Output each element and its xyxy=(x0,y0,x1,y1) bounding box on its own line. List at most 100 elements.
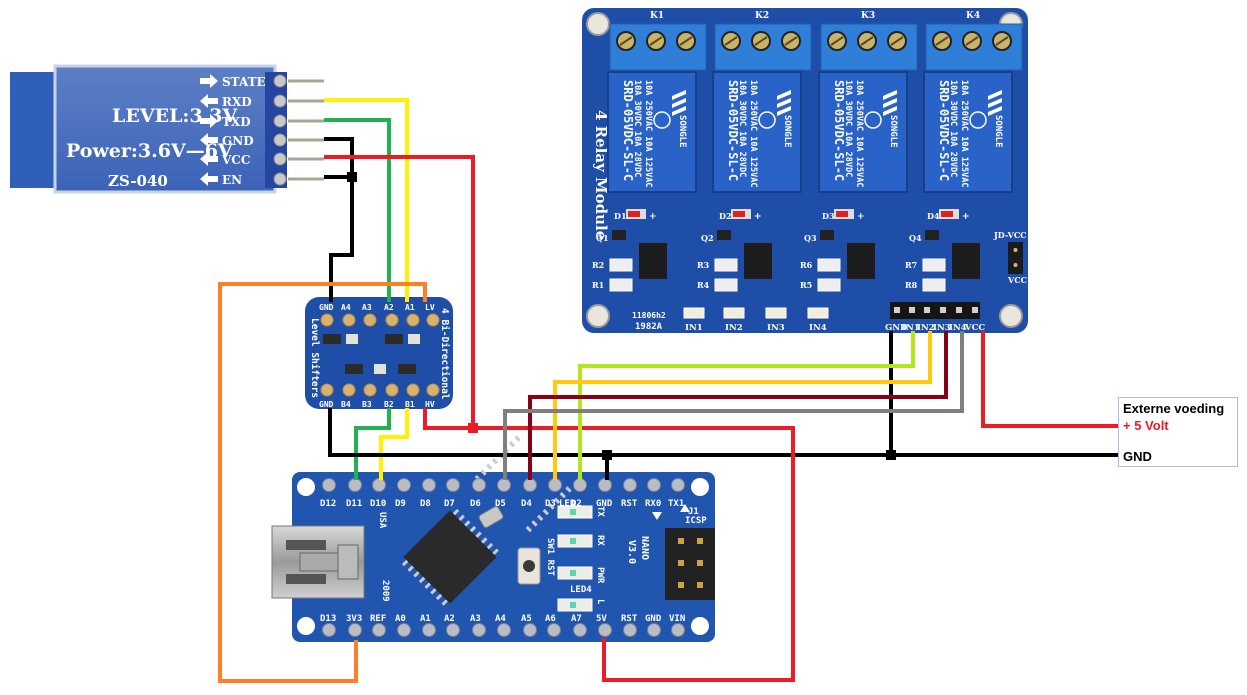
nano-top-pad[interactable] xyxy=(372,478,386,492)
nano-bottom-label-rst: RST xyxy=(621,614,638,624)
icsp-pin[interactable] xyxy=(697,582,703,588)
nano-bottom-pad[interactable] xyxy=(348,623,362,637)
wire-d3-to-in2 xyxy=(553,331,932,480)
nano-bottom-pad[interactable] xyxy=(322,623,336,637)
screw-slot xyxy=(754,36,768,46)
nano-bottom-pad[interactable] xyxy=(472,623,486,637)
bt-pin-en[interactable] xyxy=(273,172,287,186)
nano-bottom-pad[interactable] xyxy=(497,623,511,637)
nano-bottom-pad[interactable] xyxy=(623,623,637,637)
bt-pin-state[interactable] xyxy=(273,74,287,88)
icsp-pin[interactable] xyxy=(697,538,703,544)
resistor-label: R1 xyxy=(592,280,604,290)
ls-pin-b2[interactable] xyxy=(385,383,399,397)
nano-top-pad[interactable] xyxy=(497,478,511,492)
reset-button[interactable] xyxy=(517,547,541,585)
header-pin-in2[interactable] xyxy=(924,307,930,313)
nano-bottom-pad[interactable] xyxy=(671,623,685,637)
header-pin-label: IN3 xyxy=(933,323,951,333)
header-pin-in4[interactable] xyxy=(956,307,962,313)
nano-top-label-d12: D12 xyxy=(320,499,336,509)
header-pin-vcc[interactable] xyxy=(972,307,978,313)
nano-top-label-d6: D6 xyxy=(470,499,481,509)
nano-bottom-pad[interactable] xyxy=(547,623,561,637)
nano-top-pad[interactable] xyxy=(573,478,587,492)
mcu-pin xyxy=(492,548,499,555)
resistor xyxy=(817,278,841,292)
diode-body xyxy=(941,211,953,217)
level-shifter-left-label: Level Shifters xyxy=(309,318,320,398)
bt-model-label: ZS-040 xyxy=(108,172,168,190)
header-pin-in1[interactable] xyxy=(909,307,915,313)
mcu-pin xyxy=(542,508,549,516)
nano-top-pad[interactable] xyxy=(598,478,612,492)
jd-vcc-jumper[interactable] xyxy=(1008,242,1023,274)
relay-text: 10A 30VDC 10A 28VDC xyxy=(948,80,958,177)
nano-bottom-pad[interactable] xyxy=(573,623,587,637)
nano-bottom-label-5v: 5V xyxy=(596,614,607,624)
ls-pin-gnd[interactable] xyxy=(320,383,334,397)
icsp-pin[interactable] xyxy=(678,582,684,588)
plus-label: + xyxy=(857,212,865,222)
ls-pin-b1[interactable] xyxy=(406,383,420,397)
icsp-pin[interactable] xyxy=(697,560,703,566)
nano-label-j1: J1 xyxy=(688,507,699,517)
nano-top-pad[interactable] xyxy=(647,478,661,492)
ls-pin-a1[interactable] xyxy=(406,313,420,327)
usb-connector[interactable] xyxy=(271,525,365,599)
ls-top-label: A4 xyxy=(341,303,351,312)
nano-bottom-pad[interactable] xyxy=(598,623,612,637)
nano-bottom-pad[interactable] xyxy=(372,623,386,637)
nano-bottom-pad[interactable] xyxy=(446,623,460,637)
relay-body xyxy=(818,71,908,193)
bt-pin-txd[interactable] xyxy=(273,114,287,128)
bt-pin-gnd[interactable] xyxy=(273,133,287,147)
arrow-left-icon xyxy=(200,152,218,166)
nano-top-pad[interactable] xyxy=(623,478,637,492)
nano-top-pad[interactable] xyxy=(523,478,537,492)
mcu-pin xyxy=(491,458,499,465)
nano-top-pad[interactable] xyxy=(671,478,685,492)
nano-bottom-pad[interactable] xyxy=(422,623,436,637)
relay-text: 10A 250VAC 10A 125VAC xyxy=(854,80,864,187)
nano-bottom-pad[interactable] xyxy=(523,623,537,637)
diode-label: D2 xyxy=(719,211,732,221)
ls-pin-lv[interactable] xyxy=(426,313,440,327)
bt-pin-rxd[interactable] xyxy=(273,94,287,108)
ls-pin-a4[interactable] xyxy=(342,313,356,327)
mcu-pin xyxy=(401,559,409,567)
nano-top-pad[interactable] xyxy=(322,478,336,492)
ls-pin-a2[interactable] xyxy=(385,313,399,327)
screw-slot xyxy=(724,36,738,46)
nano-bottom-pad[interactable] xyxy=(647,623,661,637)
ls-pin-a3[interactable] xyxy=(363,313,377,327)
header-pin-in3[interactable] xyxy=(940,307,946,313)
ls-pin-gnd[interactable] xyxy=(320,313,334,327)
nano-top-pad[interactable] xyxy=(422,478,436,492)
nano-top-pad[interactable] xyxy=(348,478,362,492)
bt-pin-vcc[interactable] xyxy=(273,152,287,166)
nano-top-pad[interactable] xyxy=(472,478,486,492)
mcu-pin xyxy=(435,593,443,601)
bt-power-label: Power:3.6V—6V xyxy=(66,140,234,162)
nano-label-version: V3.0 xyxy=(626,540,637,564)
screw-slot xyxy=(679,36,693,46)
ls-pin-b4[interactable] xyxy=(342,383,356,397)
bt-pin-leg xyxy=(288,138,324,142)
bt-pin-label: VCC xyxy=(221,153,250,167)
ls-pin-hv[interactable] xyxy=(426,383,440,397)
nano-top-pad[interactable] xyxy=(397,478,411,492)
nano-bottom-pad[interactable] xyxy=(397,623,411,637)
ls-bottom-label: B3 xyxy=(362,400,372,409)
ls-pin-b3[interactable] xyxy=(363,383,377,397)
transistor-label: Q2 xyxy=(701,233,714,243)
diode-body xyxy=(628,211,640,217)
nano-top-pad[interactable] xyxy=(446,478,460,492)
nano-top-pad[interactable] xyxy=(548,478,562,492)
header-pin-gnd[interactable] xyxy=(894,307,900,313)
icsp-pin[interactable] xyxy=(678,538,684,544)
songle-logo-icon xyxy=(777,90,791,116)
icsp-pin[interactable] xyxy=(678,560,684,566)
nano-label-year: 2009 xyxy=(380,580,390,602)
ls-bottom-label: B1 xyxy=(405,400,415,409)
